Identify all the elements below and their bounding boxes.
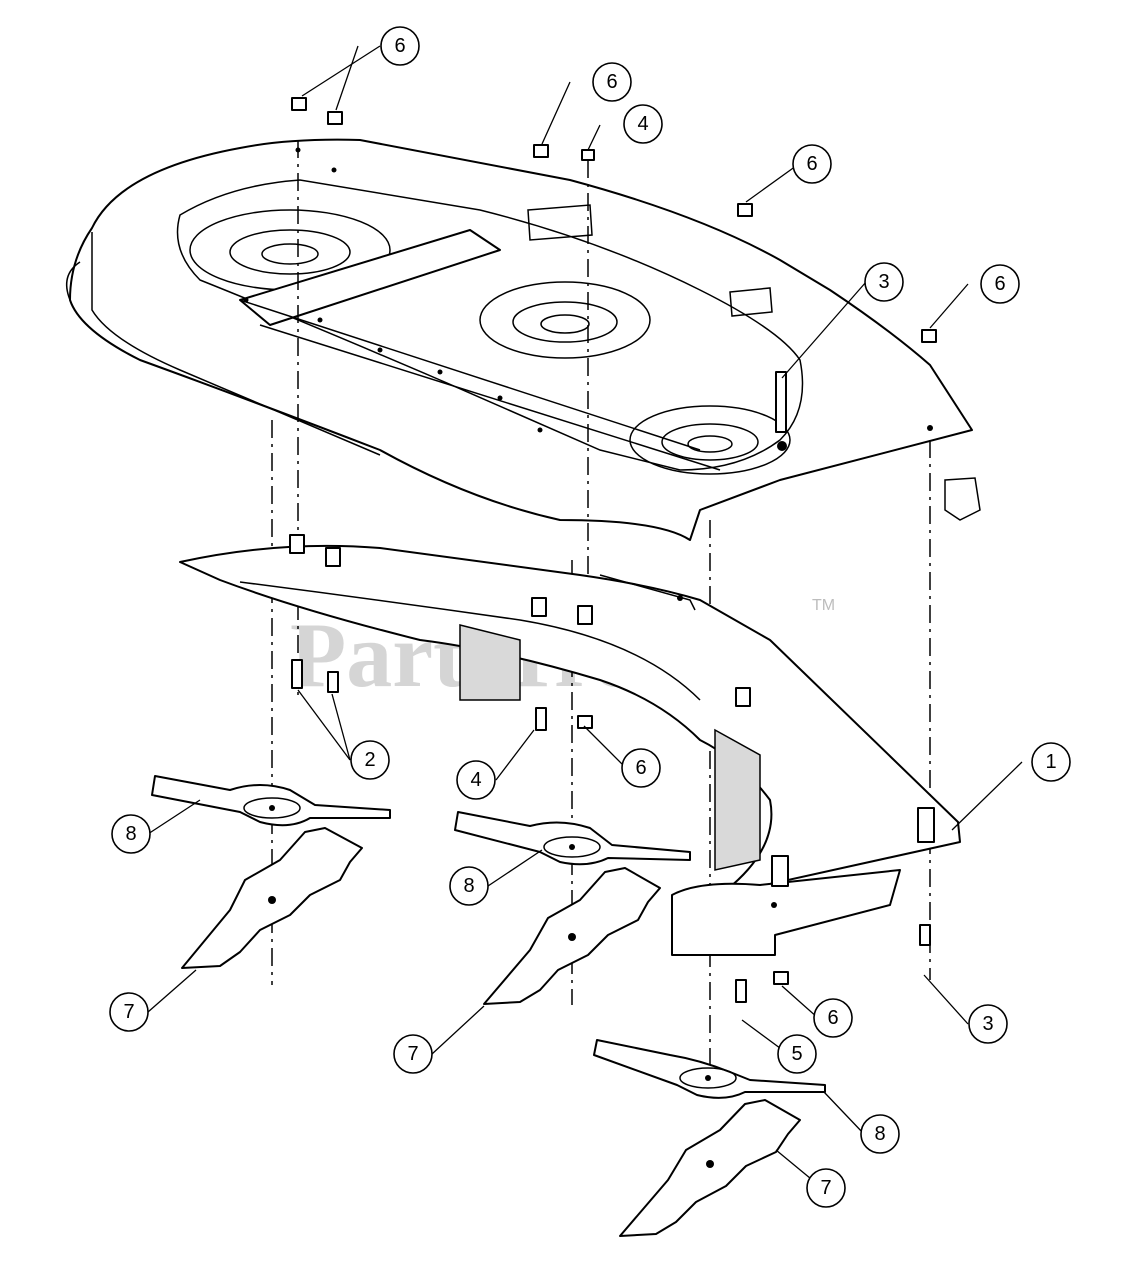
callout-7: 7 [109,992,149,1032]
hardware [291,97,937,1003]
callout-8: 8 [860,1114,900,1154]
callout-6: 6 [380,26,420,66]
blade-adapters [151,775,826,1099]
callout-5: 5 [777,1034,817,1074]
callout-label: 6 [606,71,617,93]
callout-label: 3 [982,1013,993,1035]
hex-nut-6e [921,329,937,343]
hex-nut-6a [291,97,307,111]
bolt-3b [919,924,931,946]
bolt-4b [535,707,547,731]
hex-nut-6f [577,715,593,729]
callout-label: 7 [820,1177,831,1199]
callout-label: 6 [994,273,1005,295]
blades [181,827,801,1237]
callout-label: 6 [806,153,817,175]
callout-label: 3 [878,271,889,293]
callout-1: 1 [1031,742,1071,782]
bolt-4a [581,149,595,161]
callout-4: 4 [623,104,663,144]
callout-7: 7 [393,1034,433,1074]
callout-6: 6 [980,264,1020,304]
callout-label: 8 [874,1123,885,1145]
watermark-trademark: TM [812,597,835,614]
bolt-2b [327,671,339,693]
callout-3: 3 [864,262,904,302]
callout-7: 7 [806,1168,846,1208]
callout-label: 7 [123,1001,134,1023]
callout-4: 4 [456,760,496,800]
callout-label: 8 [463,875,474,897]
hex-nut-6b [327,111,343,125]
callout-label: 6 [827,1007,838,1029]
hex-nut-6g [773,971,789,985]
leader-lines [147,45,1023,1189]
callout-label: 7 [407,1043,418,1065]
bolt-2a [291,659,303,689]
callout-label: 2 [364,749,375,771]
baffle-assembly [179,534,961,956]
callout-2: 2 [350,740,390,780]
callout-label: 5 [791,1043,802,1065]
callout-label: 4 [637,113,648,135]
callouts: 6 6 4 6 3 6 1 2 4 6 8 8 7 7 6 3 5 8 7 [109,26,1071,1208]
callout-3: 3 [968,1004,1008,1044]
callout-6: 6 [792,144,832,184]
callout-label: 4 [470,769,481,791]
callout-label: 6 [635,757,646,779]
callout-6: 6 [621,748,661,788]
bolt-5 [735,979,747,1003]
bolt-3a [775,371,787,433]
callout-label: 8 [125,823,136,845]
callout-8: 8 [449,866,489,906]
callout-label: 6 [394,35,405,57]
hex-nut-6c [533,144,549,158]
callout-6: 6 [813,998,853,1038]
callout-label: 1 [1045,751,1056,773]
callout-8: 8 [111,814,151,854]
hex-nut-6d [737,203,753,217]
callout-6: 6 [592,62,632,102]
deck-housing [65,138,981,541]
